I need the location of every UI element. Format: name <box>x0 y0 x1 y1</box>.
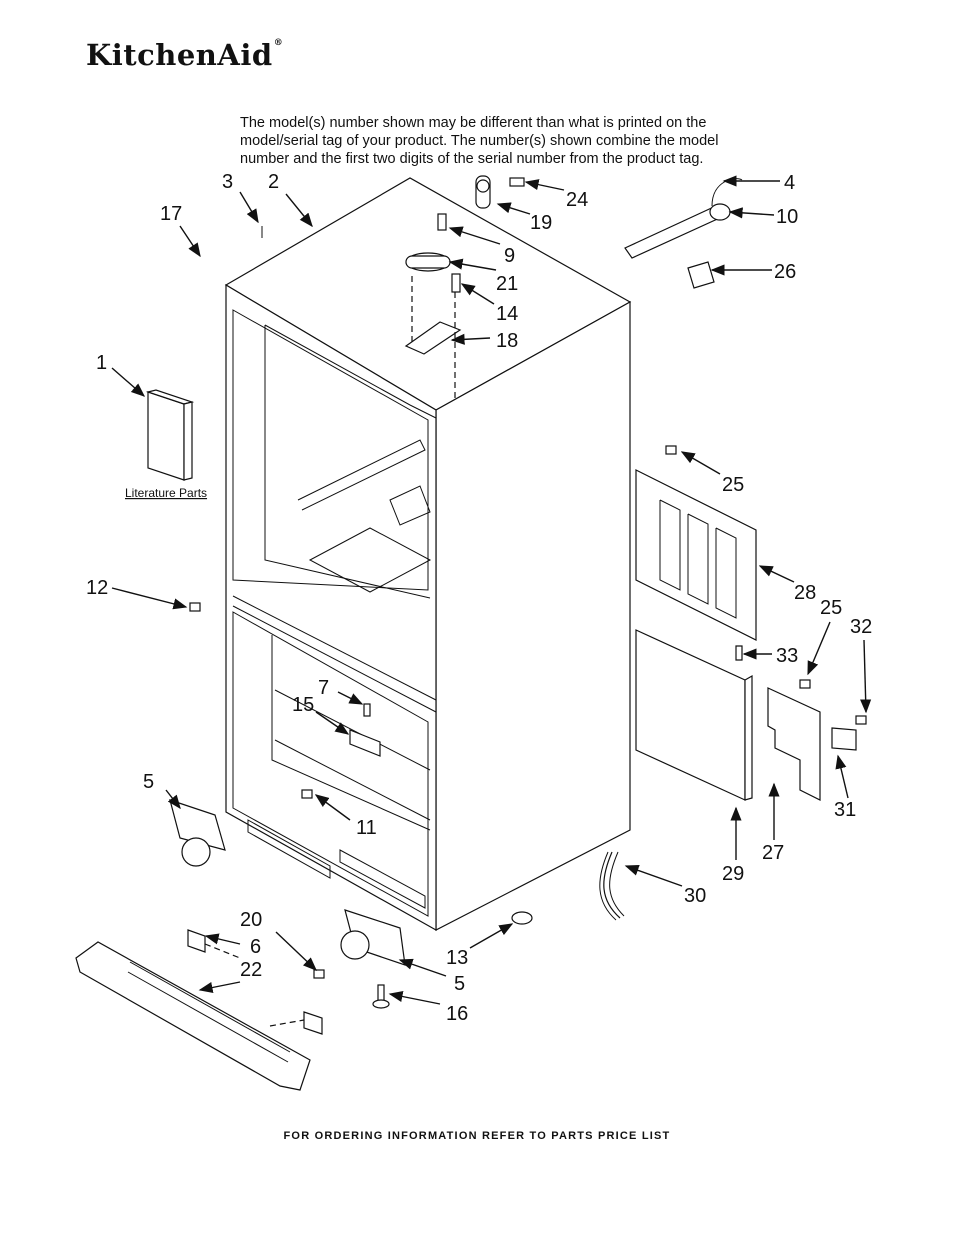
callout-10: 10 <box>776 206 798 228</box>
callout-19: 19 <box>530 212 552 234</box>
roller-assemblies <box>169 799 406 1009</box>
literature-parts-label: Literature Parts <box>125 486 207 500</box>
screws <box>189 445 867 979</box>
logo-text: KitchenAid <box>86 38 273 72</box>
callout-labels: 1 2 3 4 5 5 6 7 9 10 11 12 13 14 15 16 1… <box>86 171 872 1025</box>
callout-27: 27 <box>762 842 784 864</box>
callout-17: 17 <box>160 203 182 225</box>
callout-29: 29 <box>722 863 744 885</box>
callout-18: 18 <box>496 330 518 352</box>
callout-15: 15 <box>292 694 314 716</box>
callout-22: 22 <box>240 959 262 981</box>
callout-16: 16 <box>446 1003 468 1025</box>
ordering-info-footer: FOR ORDERING INFORMATION REFER TO PARTS … <box>283 1130 671 1142</box>
callout-9: 9 <box>504 245 515 267</box>
callout-31: 31 <box>834 799 856 821</box>
callout-5-right: 5 <box>454 973 465 995</box>
model-number-note: The model(s) number shown may be differe… <box>240 115 719 167</box>
callout-33: 33 <box>776 645 798 667</box>
leader-lines <box>111 175 872 1005</box>
callout-14: 14 <box>496 303 518 325</box>
callout-12: 12 <box>86 577 108 599</box>
callout-30: 30 <box>684 885 706 907</box>
registered-mark: ® <box>273 38 284 48</box>
callout-32: 32 <box>850 616 872 638</box>
callout-3: 3 <box>222 171 233 193</box>
callout-2: 2 <box>268 171 279 193</box>
callout-21: 21 <box>496 273 518 295</box>
callout-24: 24 <box>566 189 588 211</box>
toe-grille <box>75 929 323 1091</box>
compressor-bracket <box>767 687 857 801</box>
callout-11: 11 <box>356 817 377 839</box>
callout-28: 28 <box>794 582 816 604</box>
top-hinge-parts <box>261 175 525 400</box>
callout-26: 26 <box>774 261 796 283</box>
cabinet <box>224 177 632 932</box>
callout-4: 4 <box>784 172 795 194</box>
water-fill-tube <box>624 178 743 289</box>
callout-1: 1 <box>96 352 107 374</box>
callout-5-left: 5 <box>143 771 154 793</box>
drain-tube <box>511 851 625 925</box>
callout-6: 6 <box>250 936 261 958</box>
callout-7: 7 <box>318 677 329 699</box>
callout-25-lower: 25 <box>820 597 842 619</box>
kitchenaid-logo: KitchenAid® <box>86 38 283 72</box>
literature-parts-booklet <box>145 389 195 481</box>
callout-13: 13 <box>446 947 468 969</box>
callout-25-upper: 25 <box>722 474 744 496</box>
callout-20: 20 <box>240 909 262 931</box>
rear-cover-panel <box>635 469 757 801</box>
